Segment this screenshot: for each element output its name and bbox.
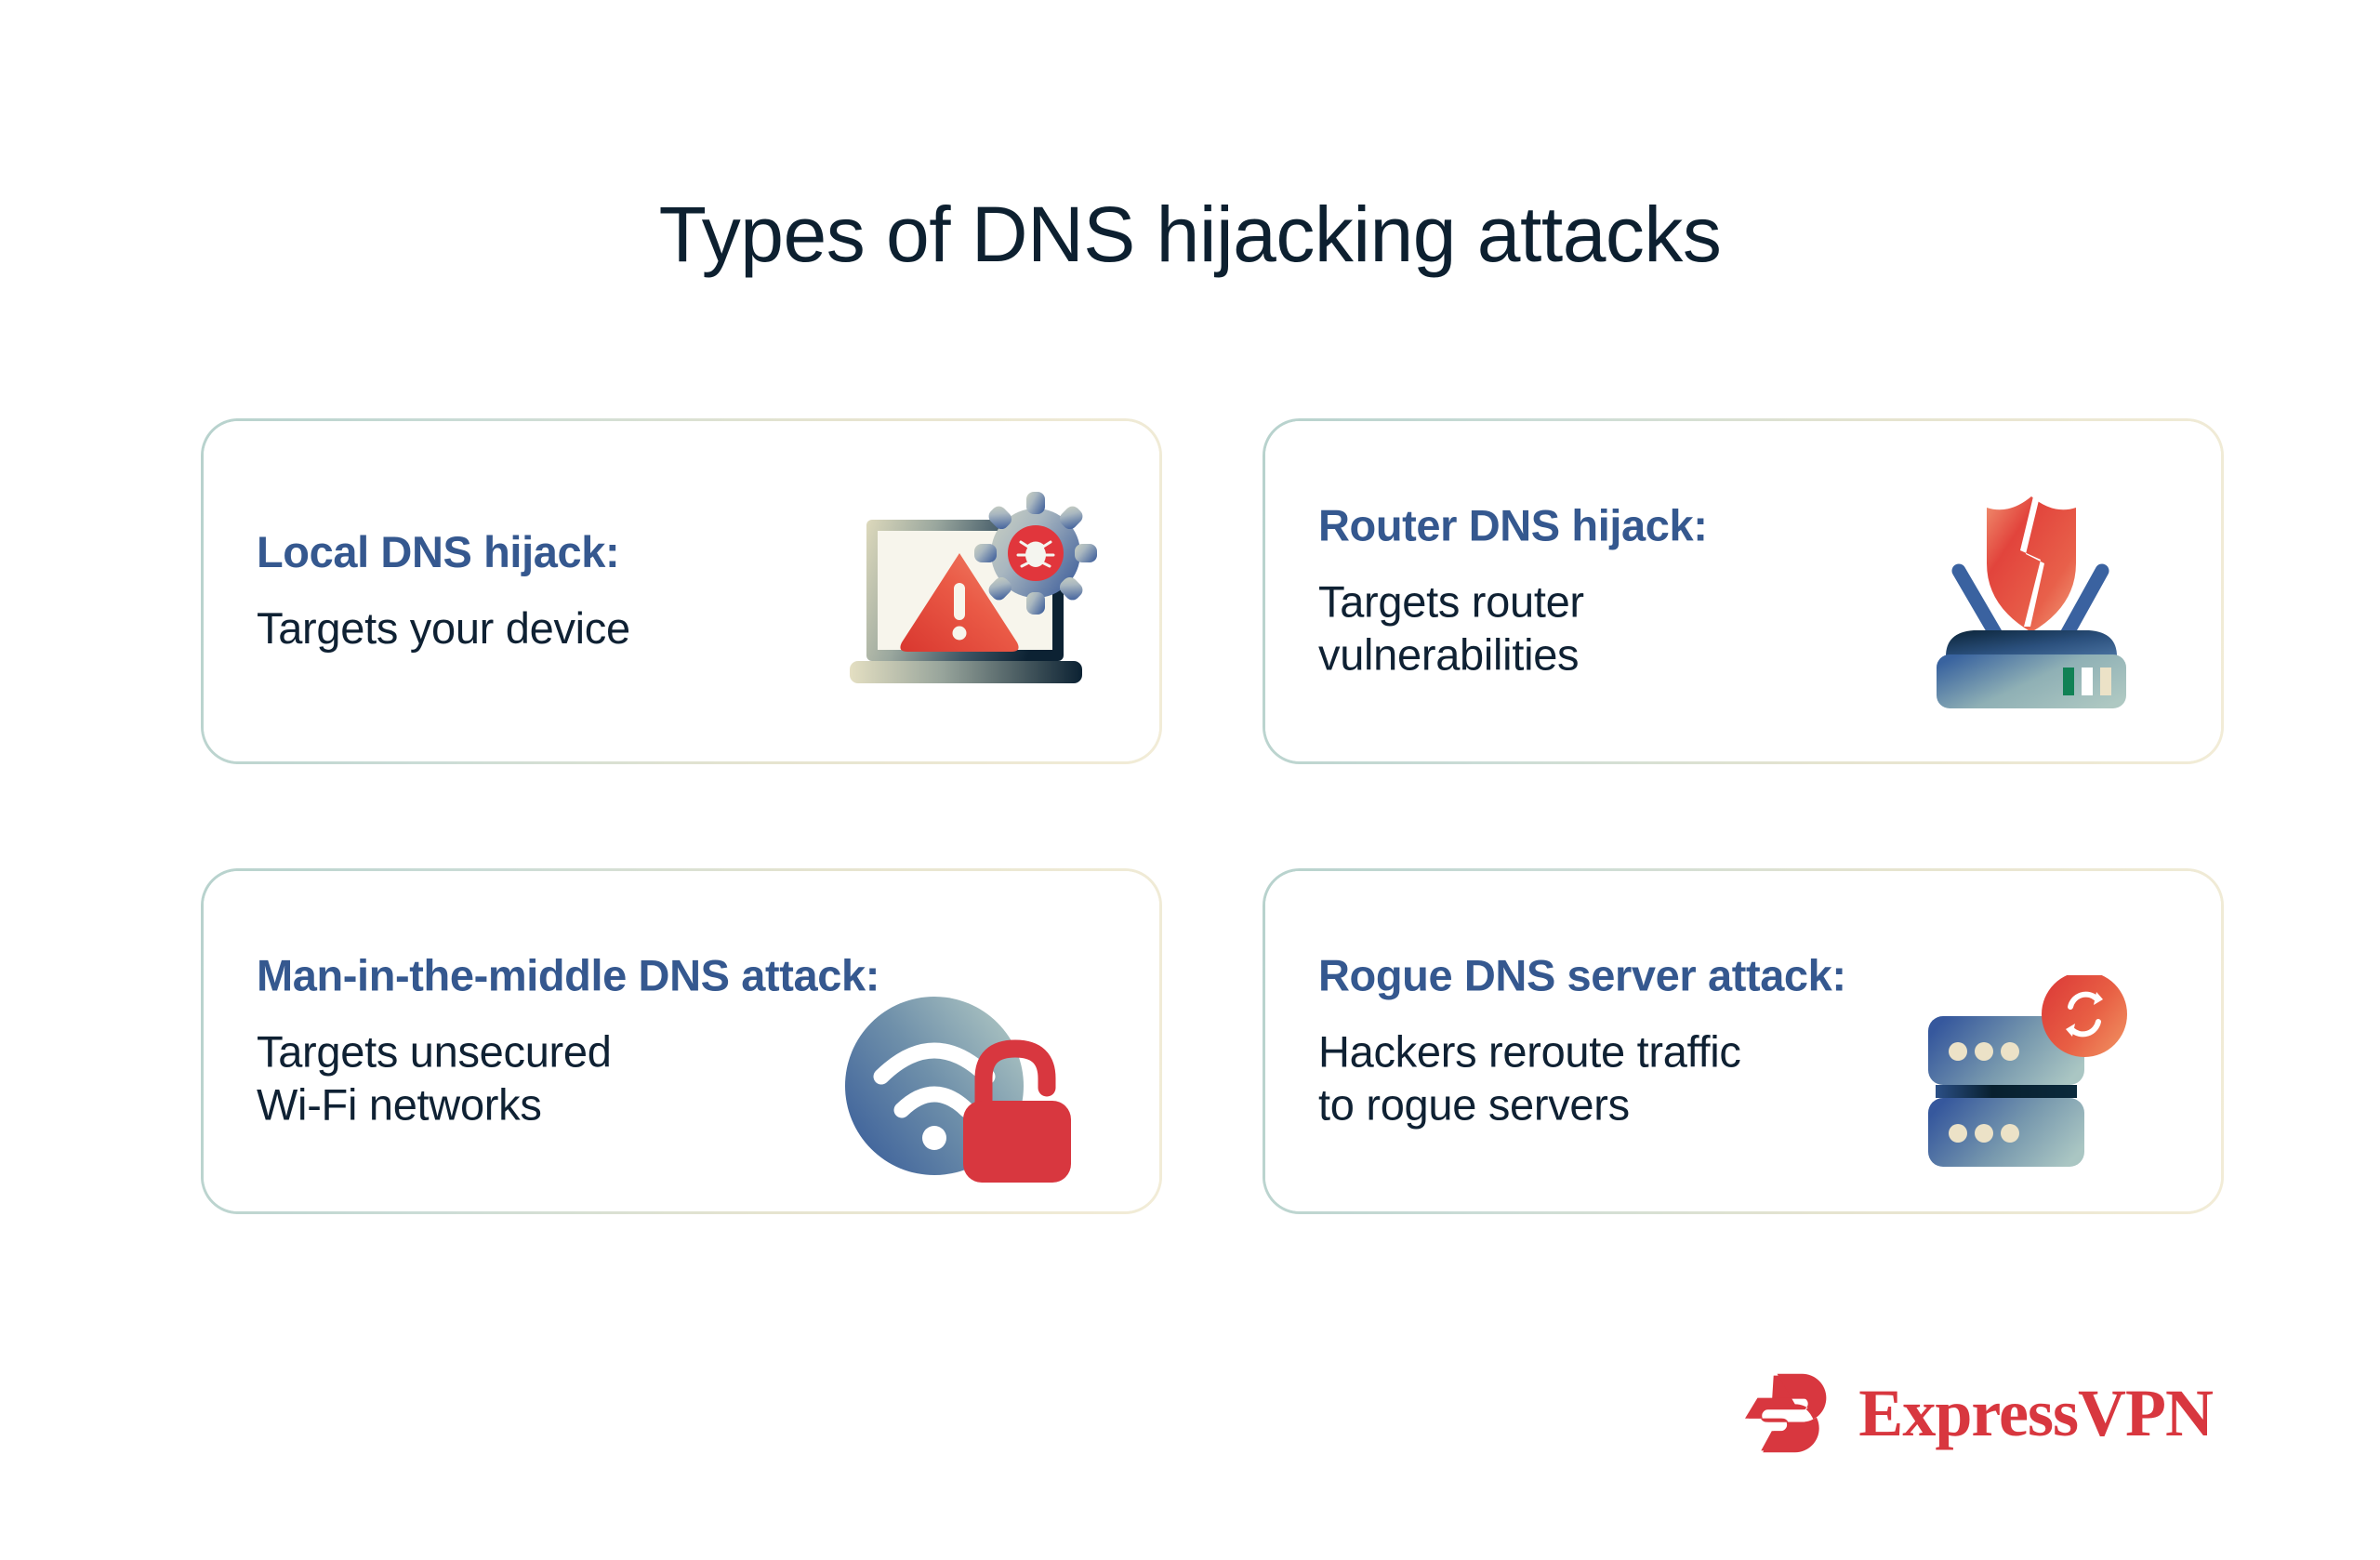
- card-heading: Router DNS hijack:: [1318, 500, 1708, 550]
- card-heading: Man-in-the-middle DNS attack:: [257, 950, 879, 1000]
- router-broken-shield-icon: [1892, 482, 2171, 714]
- expressvpn-e-mark-icon: [1745, 1373, 1827, 1453]
- laptop-malware-icon: [838, 482, 1117, 714]
- card-inner: Man-in-the-middle DNS attack: Targets un…: [204, 871, 1159, 1211]
- card-body: Targets router vulnerabilities: [1318, 575, 1584, 680]
- card-heading: Local DNS hijack:: [257, 527, 620, 577]
- attack-types-grid: Local DNS hijack: Targets your device: [201, 418, 2224, 1214]
- card-text-block: Rogue DNS server attack: Hackers reroute…: [1318, 951, 1846, 1130]
- card-heading: Rogue DNS server attack:: [1318, 950, 1846, 1000]
- card-body: Targets unsecured Wi-Fi networks: [257, 1025, 612, 1130]
- card-text-block: Man-in-the-middle DNS attack: Targets un…: [257, 950, 879, 1130]
- wifi-unlocked-icon: [823, 972, 1102, 1205]
- card-inner: Local DNS hijack: Targets your device: [204, 421, 1159, 761]
- card-inner: Router DNS hijack: Targets router vulner…: [1265, 421, 2221, 761]
- card-man-in-the-middle-dns-attack: Man-in-the-middle DNS attack: Targets un…: [201, 868, 1162, 1214]
- card-router-dns-hijack: Router DNS hijack: Targets router vulner…: [1263, 418, 2224, 764]
- card-text-block: Local DNS hijack: Targets your device: [257, 527, 630, 654]
- card-local-dns-hijack: Local DNS hijack: Targets your device: [201, 418, 1162, 764]
- card-rogue-dns-server-attack: Rogue DNS server attack: Hackers reroute…: [1263, 868, 2224, 1214]
- card-text-block: Router DNS hijack: Targets router vulner…: [1318, 501, 1708, 681]
- expressvpn-wordmark: ExpressVPN: [1858, 1376, 2214, 1450]
- card-body: Hackers reroute traffic to rogue servers: [1318, 1025, 1741, 1130]
- server-reroute-icon: [1896, 966, 2175, 1198]
- card-body: Targets your device: [257, 602, 630, 653]
- expressvpn-logo: ExpressVPN: [1745, 1368, 2214, 1458]
- card-inner: Rogue DNS server attack: Hackers reroute…: [1265, 871, 2221, 1211]
- page-title: Types of DNS hijacking attacks: [658, 191, 1722, 279]
